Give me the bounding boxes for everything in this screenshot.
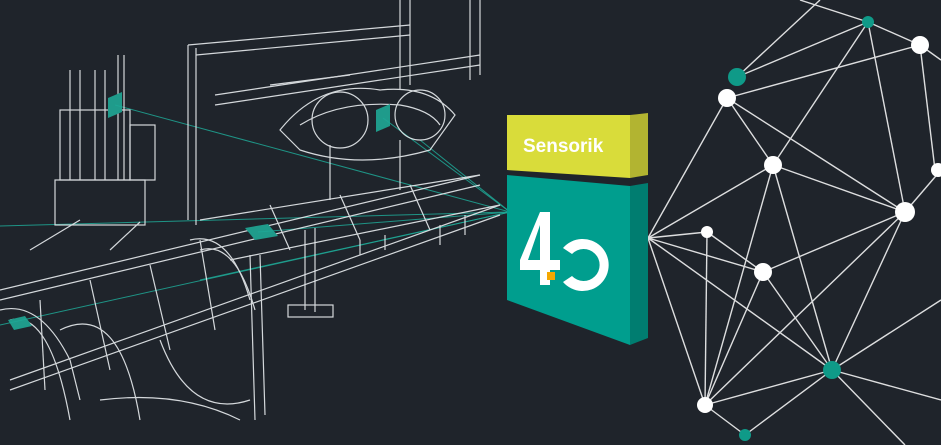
- industry-4-0-logo: [507, 175, 648, 345]
- sensorik-label: Sensorik: [523, 136, 604, 157]
- network-graph: [647, 0, 941, 445]
- gantry-wireframe: [187, 0, 481, 318]
- logo-4-0-glyph: [520, 212, 609, 291]
- robot-wireframe: [29, 55, 156, 251]
- conveyor-wireframe: [0, 174, 501, 421]
- sensorik-badge: Sensorik: [507, 113, 648, 178]
